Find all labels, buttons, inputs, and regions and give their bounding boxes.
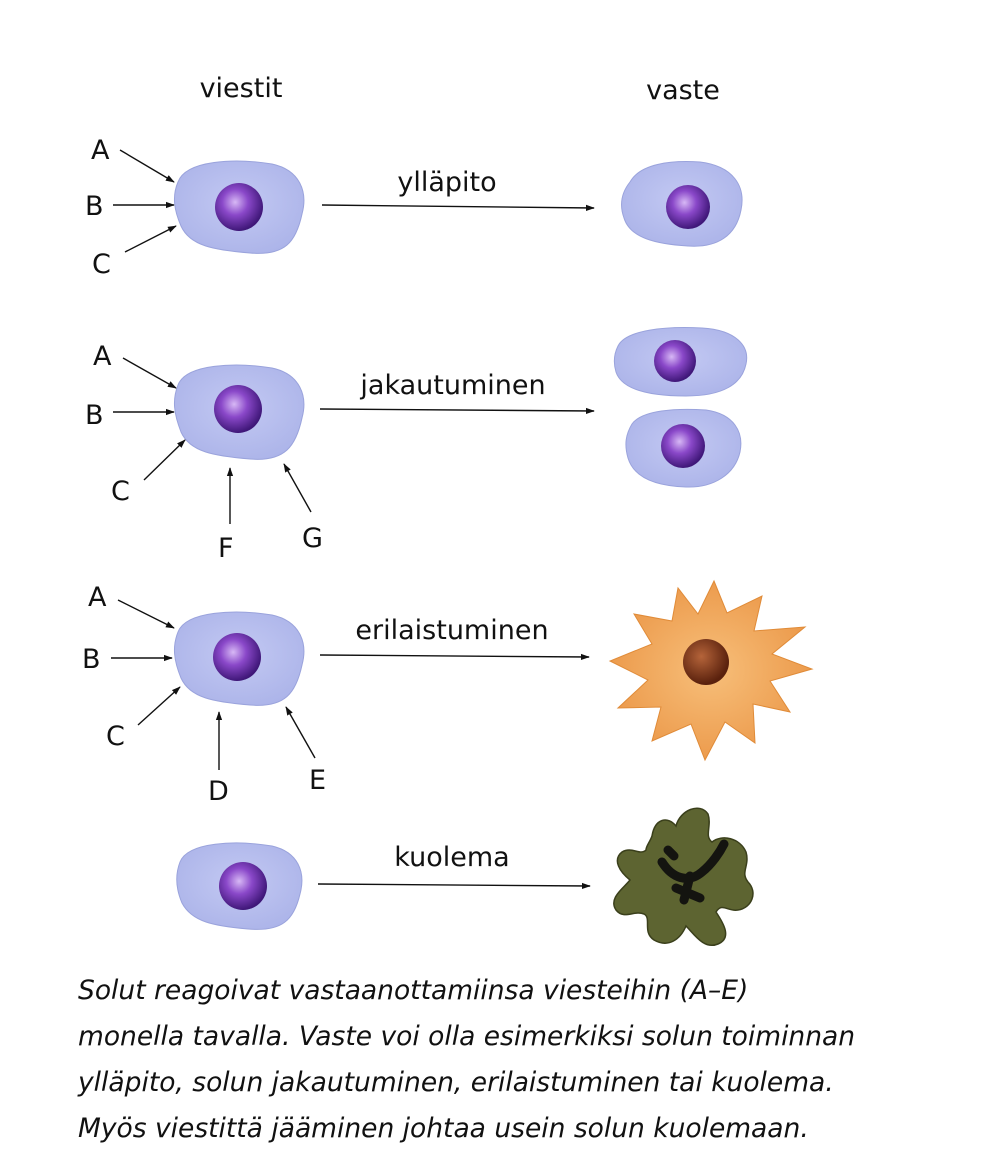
caption-line: Myös viestittä jääminen johtaa usein sol…: [78, 1113, 809, 1144]
result-cell-daughter-2: [625, 408, 742, 488]
signal-arrow: [143, 439, 186, 481]
response-label: jakautuminen: [359, 370, 545, 401]
source-cell: [176, 842, 303, 930]
signal-label: E: [309, 765, 326, 796]
result-cell-maintained: [621, 161, 743, 247]
header-signals: viestit: [200, 73, 283, 104]
signal-label: F: [218, 533, 234, 564]
result-cell-daughter-1: [613, 327, 748, 397]
header-response: vaste: [646, 75, 720, 106]
row-division: A B C F G jakautuminen: [85, 327, 748, 564]
nucleus: [213, 633, 261, 681]
source-cell: [173, 364, 305, 460]
source-cell: [173, 611, 305, 706]
response-label: kuolema: [394, 842, 509, 873]
signal-arrow: [283, 463, 312, 513]
response-label: erilaistuminen: [355, 615, 548, 646]
signal-label: B: [82, 644, 101, 675]
caption-line: Solut reagoivat vastaanottamiinsa vieste…: [78, 975, 749, 1006]
signal-label: B: [85, 400, 104, 431]
signal-label: A: [93, 341, 112, 372]
row-death: kuolema: [176, 807, 754, 947]
signal-arrow: [122, 357, 177, 389]
row-differentiation: A B C D E erilaistuminen: [82, 579, 814, 807]
response-arrow: [317, 882, 591, 890]
nucleus: [666, 185, 710, 229]
response-arrow: [321, 204, 595, 212]
nucleus: [654, 340, 696, 382]
signal-label: D: [208, 776, 229, 807]
signal-arrow: [124, 225, 177, 253]
figure-caption: Solut reagoivat vastaanottamiinsa vieste…: [78, 968, 958, 1152]
result-cell-differentiated: [608, 579, 814, 762]
result-cell-dead: [613, 807, 754, 947]
signal-arrow: [117, 599, 175, 629]
response-arrow: [319, 653, 590, 661]
caption-line: ylläpito, solun jakautuminen, erilaistum…: [78, 1067, 834, 1098]
fragmented-nucleus: [657, 839, 729, 905]
signal-arrow: [285, 706, 316, 759]
source-cell: [173, 160, 305, 254]
signal-label: G: [302, 523, 323, 554]
nucleus: [214, 385, 262, 433]
signal-arrow: [119, 149, 175, 183]
nucleus: [683, 639, 729, 685]
response-arrow: [319, 407, 595, 415]
response-label: ylläpito: [397, 167, 496, 198]
caption-line: monella tavalla. Vaste voi olla esimerki…: [78, 1021, 856, 1052]
signal-label: B: [85, 191, 104, 222]
signal-arrow: [137, 686, 181, 726]
signal-label: A: [91, 135, 110, 166]
nucleus: [215, 183, 263, 231]
row-maintenance: A B C ylläpito: [85, 135, 743, 280]
nucleus: [219, 862, 267, 910]
signal-label: A: [88, 582, 107, 613]
nucleus: [661, 424, 705, 468]
signal-label: C: [92, 249, 111, 280]
signal-label: C: [111, 476, 130, 507]
signal-label: C: [106, 721, 125, 752]
cell-response-diagram: viestit vaste A B C ylläpito A B C F G: [82, 73, 814, 947]
